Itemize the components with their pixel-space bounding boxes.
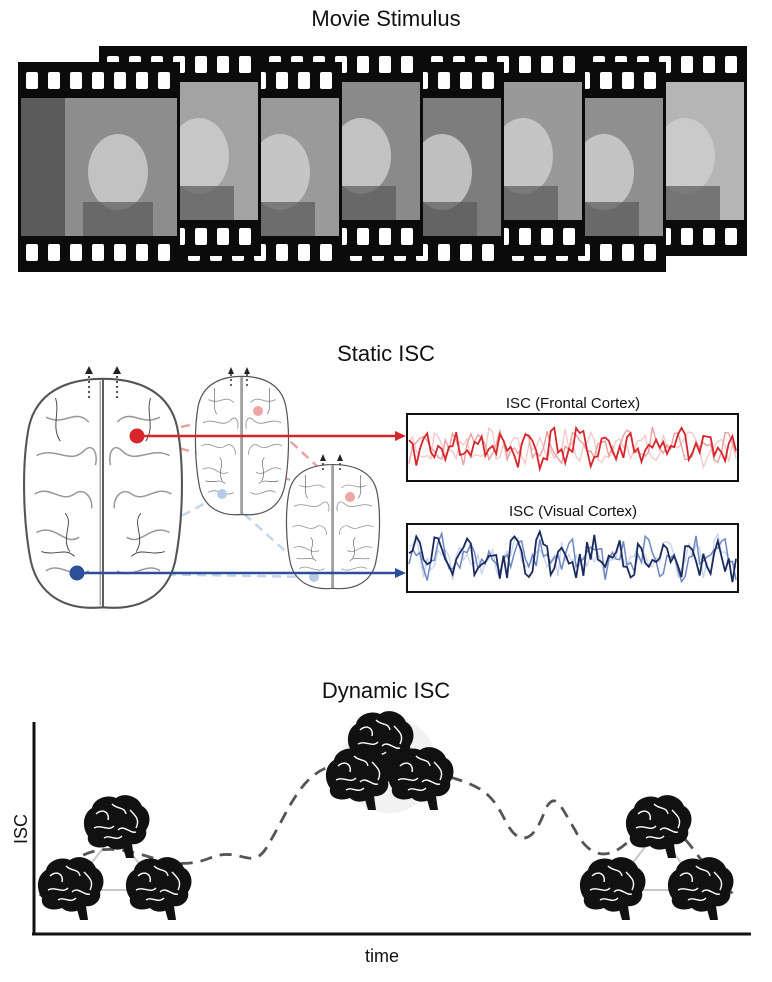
visual-traces [408,528,737,584]
y-axis-label: ISC [11,814,31,844]
brain-icon [579,856,647,921]
static-isc-panel: ISC (Frontal Cortex) ISC (Visual Cortex) [23,366,739,609]
film-strip [18,46,747,272]
brain-icon [667,856,735,921]
brain-icon [37,856,105,921]
dynamic-isc-curve [38,760,736,897]
brain-icon [125,856,193,921]
isc-trace [408,426,737,466]
frontal-plot-title: ISC (Frontal Cortex) [506,395,640,412]
visual-region-dot [217,489,227,499]
brain-icon [83,794,151,859]
isc-trace [408,530,737,584]
isc-trace [408,425,737,473]
x-axis-label: time [365,946,399,966]
static-isc-title: Static ISC [337,341,435,366]
brain-icon [625,794,693,859]
dynamic-isc-panel: ISC time [11,710,751,966]
visual-region-dot [309,572,319,582]
small-brain [285,463,381,590]
frontal-traces [408,425,737,473]
dynamic-isc-title: Dynamic ISC [321,678,451,703]
isc-trace [408,528,737,583]
frontal-region-dot [253,406,263,416]
movie-stimulus-title: Movie Stimulus [311,6,461,31]
film-frame [18,62,180,272]
visual-link-line [76,571,315,579]
frontal-region-dot [345,492,355,502]
visual-plot-title: ISC (Visual Cortex) [509,503,637,520]
medium-brain [194,375,290,516]
